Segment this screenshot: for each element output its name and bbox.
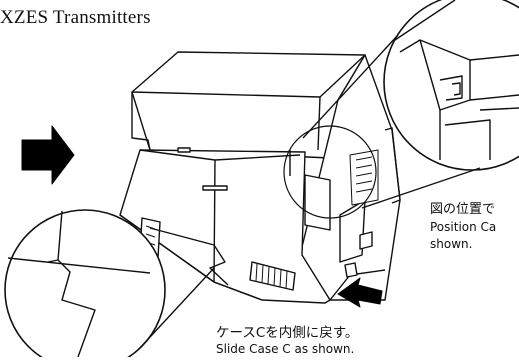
magnifier-connector-4 xyxy=(137,267,215,351)
slide-arrow xyxy=(337,277,383,308)
slide-note-jp: ケースCを内側に戻す。 xyxy=(216,325,359,341)
upper-housing-front-edge xyxy=(317,96,321,151)
push-arrow-left xyxy=(21,125,75,185)
case-gap xyxy=(209,244,229,286)
terminal-strip xyxy=(249,261,296,291)
body-divider xyxy=(213,159,216,283)
magnifier-connector-1 xyxy=(302,34,399,139)
slide-note-en: Slide Case C as shown. xyxy=(216,342,355,356)
position-note-en: Position Ca shown. xyxy=(430,219,496,253)
page-title: XZES Transmitters xyxy=(0,7,151,28)
magnifier-upper-right xyxy=(383,0,519,171)
position-note-jp: 図の位置で xyxy=(430,202,496,217)
magnifier-connector-3 xyxy=(149,227,215,246)
magnifier-connector-2 xyxy=(361,167,481,209)
detail-circle-small xyxy=(283,125,377,219)
position-note-en-line1: Position Ca xyxy=(430,220,497,234)
body-slot xyxy=(202,185,228,191)
magnifier-lower-left xyxy=(4,209,166,362)
position-note-en-line2: shown. xyxy=(430,237,473,251)
